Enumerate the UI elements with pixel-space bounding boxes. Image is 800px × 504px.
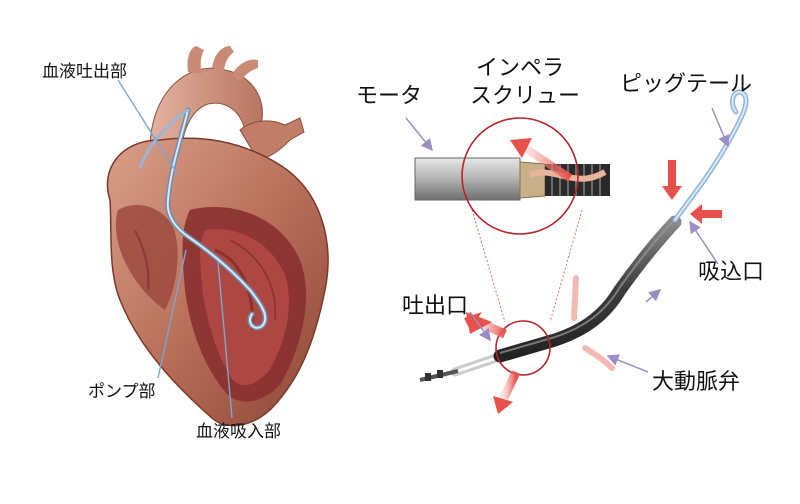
zoom-circle [461, 117, 579, 235]
pump-pointer [157, 249, 187, 379]
label-impeller: インペラ [476, 56, 565, 81]
label-pigtail: ピッグテール [620, 72, 753, 97]
label-blood-inlet: 血液吸入部 [196, 422, 281, 442]
inlet-pointer [217, 261, 233, 419]
label-blood-outlet: 血液吐出部 [42, 62, 127, 82]
label-motor: モータ [356, 84, 423, 109]
flow-arrow [498, 370, 521, 402]
callout-arrows [405, 107, 730, 373]
label-discharge-port: 吐出口 [402, 294, 469, 319]
label-suction-port: 吸込口 [698, 260, 765, 285]
small-zoom-circle [495, 320, 551, 376]
label-screw: スクリュー [470, 84, 581, 109]
label-pump-section: ポンプ部 [88, 382, 156, 402]
outlet-pointer [117, 79, 179, 176]
flow-arrows [464, 160, 722, 414]
impella-pump-device [414, 89, 749, 382]
heart-illustration [106, 46, 329, 427]
label-aortic-valve: 大動脈弁 [652, 370, 741, 395]
